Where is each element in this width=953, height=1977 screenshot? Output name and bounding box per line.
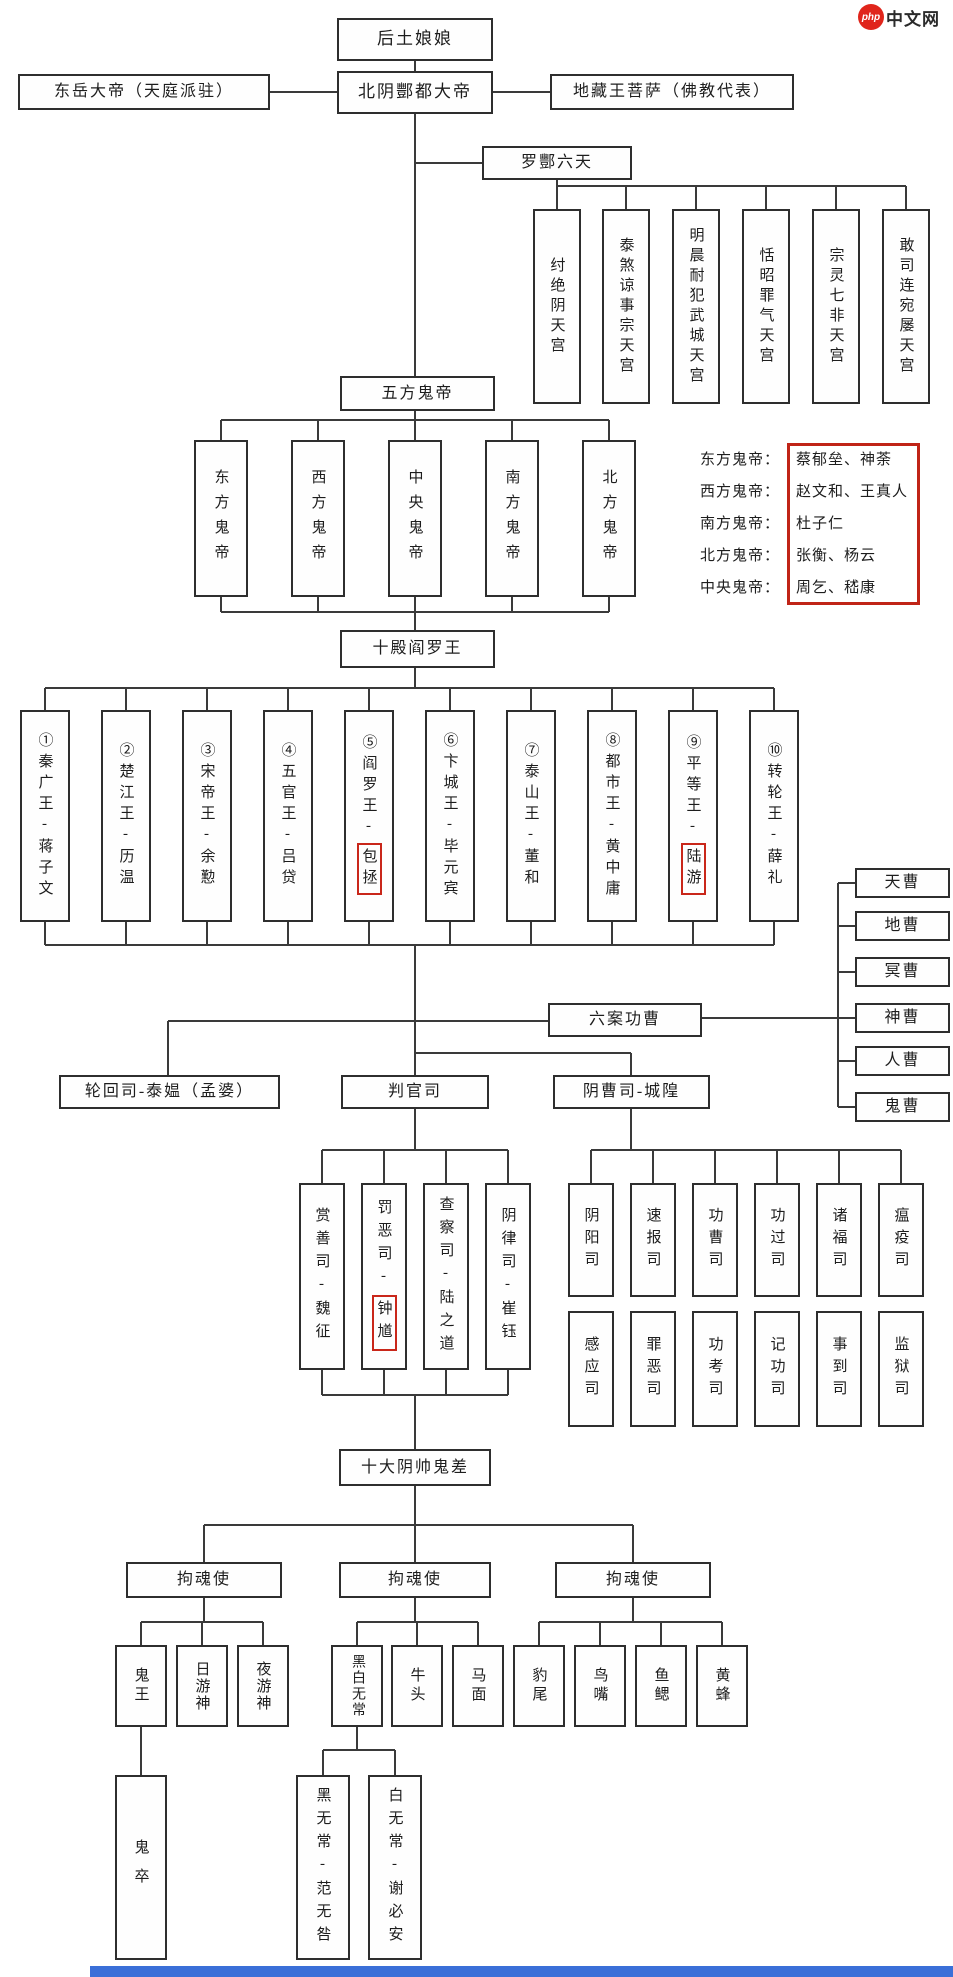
legend-label: 西方鬼帝：: [699, 484, 780, 500]
legend-label: 东方鬼帝：: [699, 452, 780, 468]
king-tower-10: ⑩转轮王-薛礼: [749, 710, 799, 922]
node-yincao: 阴曹司-城隍: [553, 1075, 710, 1109]
yincao-tower: 记功司: [754, 1311, 800, 1427]
ghost-tower: 鬼王: [115, 1645, 167, 1727]
king-tower-8: ⑧都市王-黄中庸: [587, 710, 637, 922]
ghost-tower: 黄蜂: [696, 1645, 748, 1727]
palace-tower: 泰煞谅事宗天宫: [602, 209, 650, 404]
site-logo: php 中文网: [858, 4, 940, 30]
legend-label: 中央鬼帝：: [699, 580, 780, 596]
yincao-tower: 功考司: [692, 1311, 738, 1427]
yincao-tower: 事到司: [816, 1311, 862, 1427]
judge-tower-4: 阴律司-崔钰: [485, 1183, 531, 1370]
footer-bar: [90, 1966, 953, 1977]
king-tower-9: ⑨平等王-陆游: [668, 710, 718, 922]
php-logo-icon: php: [858, 4, 884, 30]
yincao-tower: 阴阳司: [568, 1183, 614, 1297]
king-tower-3: ③宋帝王-余懃: [182, 710, 232, 922]
node-beiyin: 北阴酆都大帝: [337, 71, 493, 114]
ghost-tower: 鸟嘴: [574, 1645, 626, 1727]
cao-box: 人曹: [855, 1046, 950, 1076]
node-wufang: 五方鬼帝: [340, 376, 495, 411]
node-gongcao: 六案功曹: [548, 1003, 702, 1037]
ghost-tower: 牛头: [391, 1645, 443, 1727]
yincao-tower: 功曹司: [692, 1183, 738, 1297]
node-dizang: 地藏王菩萨（佛教代表）: [550, 74, 794, 110]
site-logo-text: 中文网: [886, 9, 940, 29]
cao-box: 地曹: [855, 911, 950, 941]
ghost-tower: 夜游神: [237, 1645, 289, 1727]
king-tower-6: ⑥卞城王-毕元宾: [425, 710, 475, 922]
legend-label: 北方鬼帝：: [699, 548, 780, 564]
node-juhunshi-1: 拘魂使: [126, 1562, 282, 1598]
yincao-tower: 监狱司: [878, 1311, 924, 1427]
judge-tower-3: 查察司-陆之道: [423, 1183, 469, 1370]
ghost-tower: 马面: [452, 1645, 504, 1727]
legend-names: 杜子仁: [796, 516, 845, 532]
ghost-tower: 鱼鳃: [635, 1645, 687, 1727]
yincao-tower: 瘟疫司: [878, 1183, 924, 1297]
legend-names: 周乞、嵇康: [796, 580, 877, 596]
legend-label: 南方鬼帝：: [699, 516, 780, 532]
ghost-emperor-tower: 中央鬼帝: [388, 440, 442, 597]
node-yinshuai: 十大阴帅鬼差: [339, 1449, 491, 1486]
node-lunhui: 轮回司-泰媪（孟婆）: [59, 1075, 280, 1109]
node-panguan: 判官司: [341, 1075, 489, 1109]
node-juhunshi-2: 拘魂使: [339, 1562, 491, 1598]
legend-names: 赵文和、王真人: [796, 484, 909, 500]
yincao-tower: 感应司: [568, 1311, 614, 1427]
king-tower-4: ④五官王-吕贷: [263, 710, 313, 922]
yincao-tower: 功过司: [754, 1183, 800, 1297]
cao-box: 冥曹: [855, 957, 950, 987]
palace-tower: 敢司连宛屡天宫: [882, 209, 930, 404]
king-tower-1: ①秦广王-蒋子文: [20, 710, 70, 922]
ghost-tower: 豹尾: [513, 1645, 565, 1727]
judge-tower-2: 罚恶司-钟馗: [361, 1183, 407, 1370]
ghost-tower: 日游神: [176, 1645, 228, 1727]
cao-box: 天曹: [855, 868, 950, 898]
cao-box: 神曹: [855, 1003, 950, 1033]
king-tower-7: ⑦泰山王-董和: [506, 710, 556, 922]
ghost-emperor-tower: 西方鬼帝: [291, 440, 345, 597]
palace-tower: 宗灵七非天宫: [812, 209, 860, 404]
legend-names: 蔡郁垒、神荼: [796, 452, 893, 468]
palace-tower: 明晨耐犯武城天宫: [672, 209, 720, 404]
ghost-emperor-tower: 东方鬼帝: [194, 440, 248, 597]
node-dongyue: 东岳大帝（天庭派驻）: [18, 74, 270, 110]
cao-box: 鬼曹: [855, 1092, 950, 1122]
judge-tower-1: 赏善司-魏征: [299, 1183, 345, 1370]
node-hei-wuchang: 黑无常-范无咎: [296, 1775, 350, 1960]
node-luofeng: 罗酆六天: [482, 146, 632, 180]
yincao-tower: 诸福司: [816, 1183, 862, 1297]
king-tower-2: ②楚江王-历温: [101, 710, 151, 922]
node-shidian: 十殿阎罗王: [340, 630, 495, 668]
ghost-emperor-tower: 南方鬼帝: [485, 440, 539, 597]
ghost-emperor-tower: 北方鬼帝: [582, 440, 636, 597]
yincao-tower: 罪恶司: [630, 1311, 676, 1427]
palace-tower: 恬昭罪气天宫: [742, 209, 790, 404]
node-guizu: 鬼卒: [115, 1775, 167, 1960]
king-tower-5: ⑤阎罗王-包拯: [344, 710, 394, 922]
node-houtu: 后土娘娘: [337, 18, 493, 61]
node-bai-wuchang: 白无常-谢必安: [368, 1775, 422, 1960]
node-juhunshi-3: 拘魂使: [555, 1562, 711, 1598]
legend-red-box: [787, 443, 920, 605]
yincao-tower: 速报司: [630, 1183, 676, 1297]
ghost-tower: 黑白无常: [331, 1645, 383, 1727]
palace-tower: 纣绝阴天宫: [533, 209, 581, 404]
legend-names: 张衡、杨云: [796, 548, 877, 564]
